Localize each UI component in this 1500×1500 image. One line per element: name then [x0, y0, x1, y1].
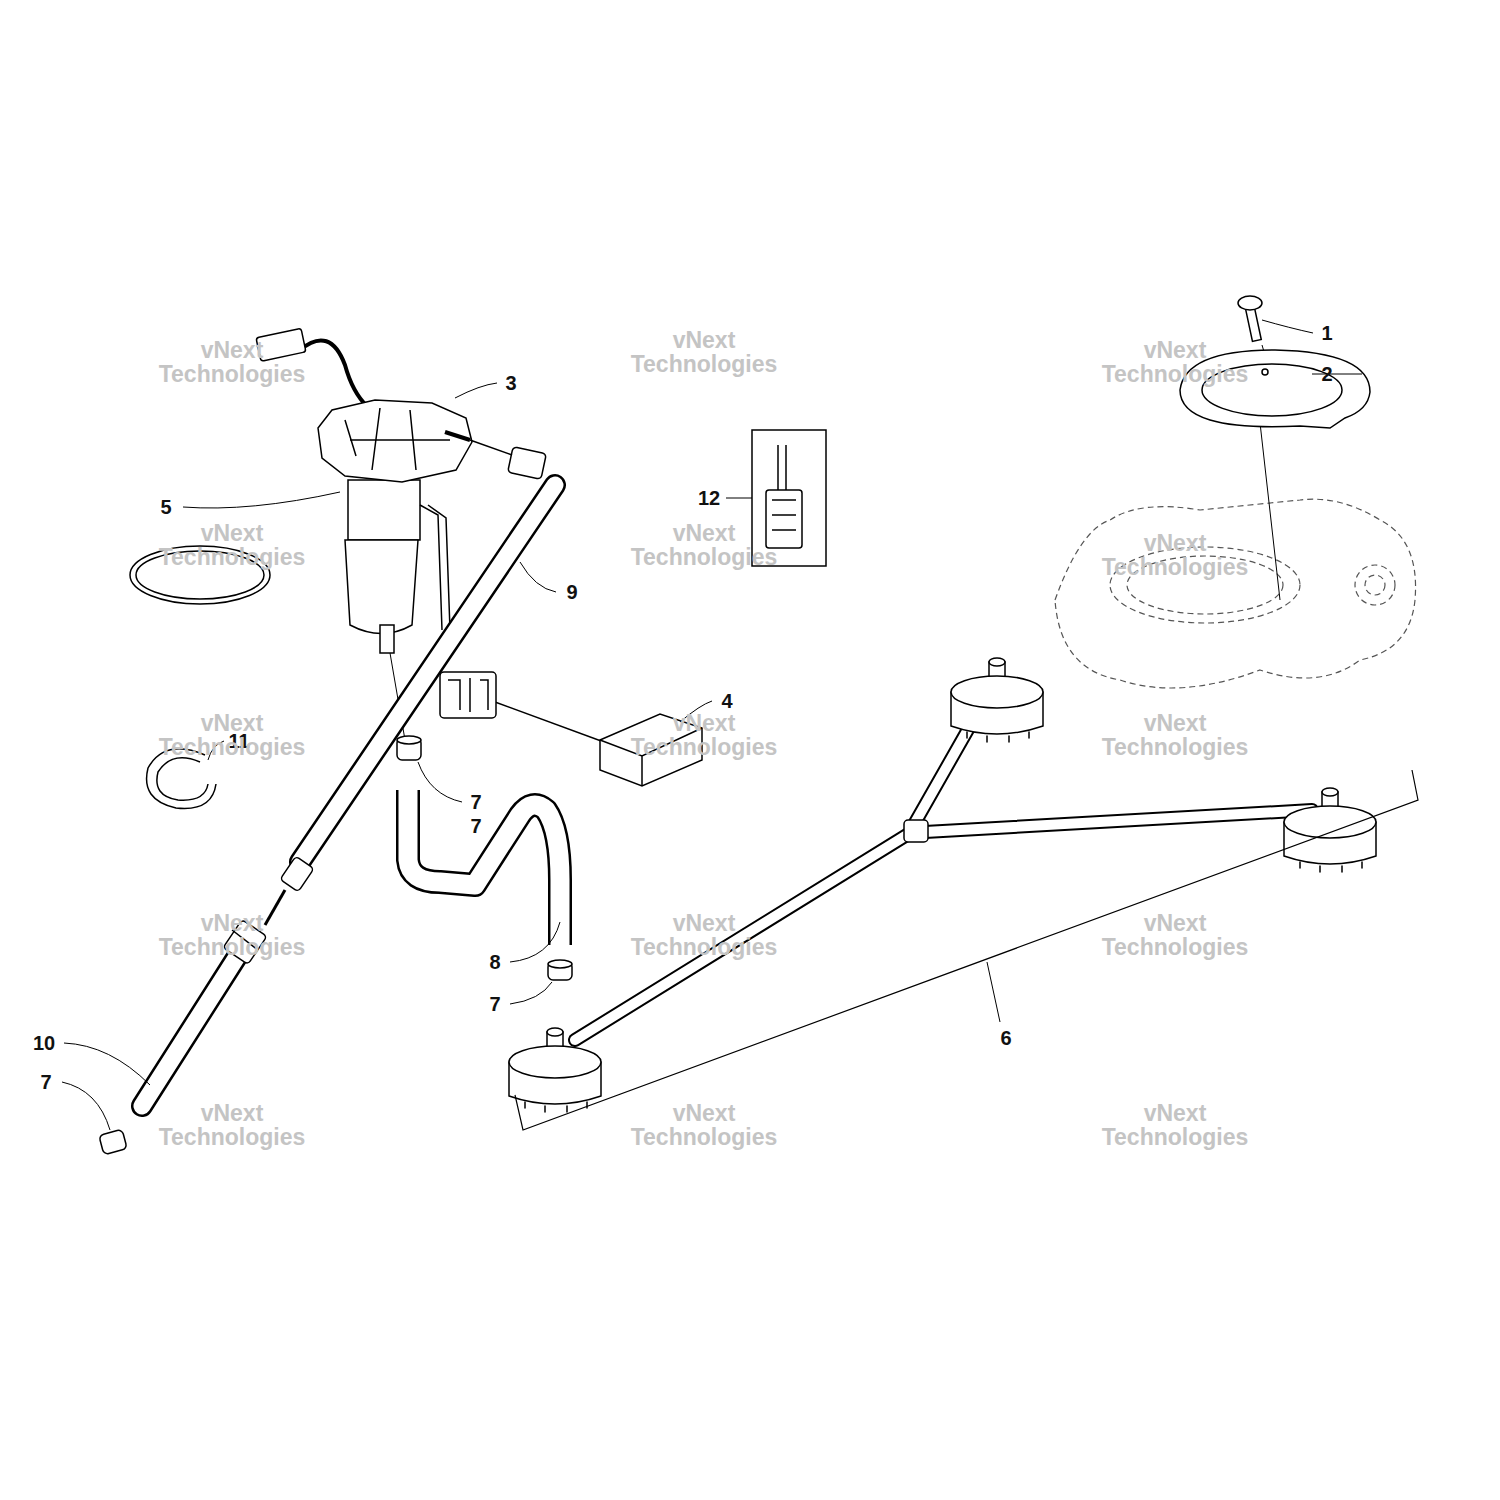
fuel-level-sender [440, 672, 702, 786]
leader-lines [510, 982, 552, 1004]
watermark: vNext Technologies [1085, 911, 1265, 959]
watermark: vNext Technologies [614, 711, 794, 759]
fuel-hose [408, 790, 560, 945]
leader-lines [1262, 320, 1313, 333]
fuel-pickup-assembly [904, 820, 928, 842]
fuel-pump-module [508, 447, 547, 480]
fuel-hose [408, 790, 560, 945]
fuel-pump-module [470, 440, 512, 455]
leader-lines [418, 762, 462, 802]
leader-lines [64, 1043, 150, 1085]
leader-lines [987, 962, 1000, 1022]
fuel-hose [408, 790, 560, 945]
callout-number: 7 [40, 1071, 51, 1094]
callout-number: 2 [1321, 363, 1332, 386]
fuel-hose [142, 952, 240, 1106]
leader-lines [455, 383, 497, 398]
watermark: vNext Technologies [142, 521, 322, 569]
watermark: vNext Technologies [142, 338, 322, 386]
fuel-pump-module [318, 400, 472, 482]
watermark: vNext Technologies [1085, 711, 1265, 759]
watermark: vNext Technologies [142, 1101, 322, 1149]
callout-number: 12 [698, 487, 720, 510]
leader-lines [183, 492, 340, 508]
fuel-pump-module [445, 432, 470, 440]
fuel-hose [142, 952, 240, 1106]
fuel-level-sender [448, 678, 488, 712]
harness-inset [766, 490, 802, 548]
leader-lines [1312, 374, 1362, 375]
hose-clamp [548, 960, 572, 968]
callout-number: 7 [470, 815, 481, 838]
fuel-pump-module [256, 328, 546, 740]
callout-number: 5 [160, 496, 171, 519]
hose-clamp [99, 1129, 127, 1155]
tank-outline [1365, 575, 1385, 595]
watermark: vNext Technologies [614, 521, 794, 569]
fuel-level-sender [495, 702, 612, 745]
callout-number: 10 [33, 1032, 55, 1055]
fuel-pump-module [345, 540, 418, 634]
fuel-pickup-assembly [1284, 788, 1376, 872]
callout-number: 4 [721, 690, 732, 713]
fuel-pump-module [256, 328, 306, 361]
watermark: vNext Technologies [1085, 531, 1265, 579]
fuel-pickup-assembly [575, 682, 1312, 1040]
hose-fittings [265, 890, 285, 925]
fuel-pump-module [345, 408, 450, 470]
tank-outline [1055, 499, 1416, 688]
leader-lines [510, 922, 560, 962]
fuel-pump-module [348, 480, 420, 540]
leader-lines [62, 320, 1362, 1130]
fuel-pickup-assembly [575, 682, 1312, 1040]
leader-lines [726, 498, 752, 499]
hose-clamp [397, 736, 421, 744]
hose-clamp [99, 736, 572, 1155]
watermark: vNext Technologies [614, 911, 794, 959]
fuel-level-sender [440, 672, 496, 718]
harness-inset [778, 445, 786, 490]
leader-lines [520, 562, 556, 592]
fuel-pickup-assembly [951, 658, 1043, 742]
watermark: vNext Technologies [142, 911, 322, 959]
watermark: vNext Technologies [614, 328, 794, 376]
watermark: vNext Technologies [614, 1101, 794, 1149]
harness-inset [772, 500, 796, 530]
group-bracket [515, 770, 1418, 1130]
fuel-pickup-assembly [509, 1028, 601, 1112]
mounting-ring [1238, 296, 1262, 310]
callout-number: 7 [489, 993, 500, 1016]
hose-fittings [280, 856, 314, 892]
fuel-pump-module [420, 505, 450, 630]
wire-clamp [157, 758, 208, 800]
callout-number: 7 [470, 791, 481, 814]
callout-number: 9 [566, 581, 577, 604]
tank-outline [1355, 565, 1395, 605]
leader-lines [62, 1082, 110, 1130]
fuel-pickup-assembly [509, 658, 1376, 1112]
watermark: vNext Technologies [1085, 338, 1265, 386]
watermark: vNext Technologies [1085, 1101, 1265, 1149]
callout-number: 8 [489, 951, 500, 974]
group-bracket [515, 770, 1418, 1130]
callout-number: 3 [505, 372, 516, 395]
callout-number: 1 [1321, 322, 1332, 345]
callout-number: 6 [1000, 1027, 1011, 1050]
watermark: vNext Technologies [142, 711, 322, 759]
tank-outline [1055, 499, 1416, 688]
fuel-pump-module [380, 625, 394, 653]
fuel-hose [142, 485, 555, 1106]
mounting-ring [1262, 369, 1268, 375]
